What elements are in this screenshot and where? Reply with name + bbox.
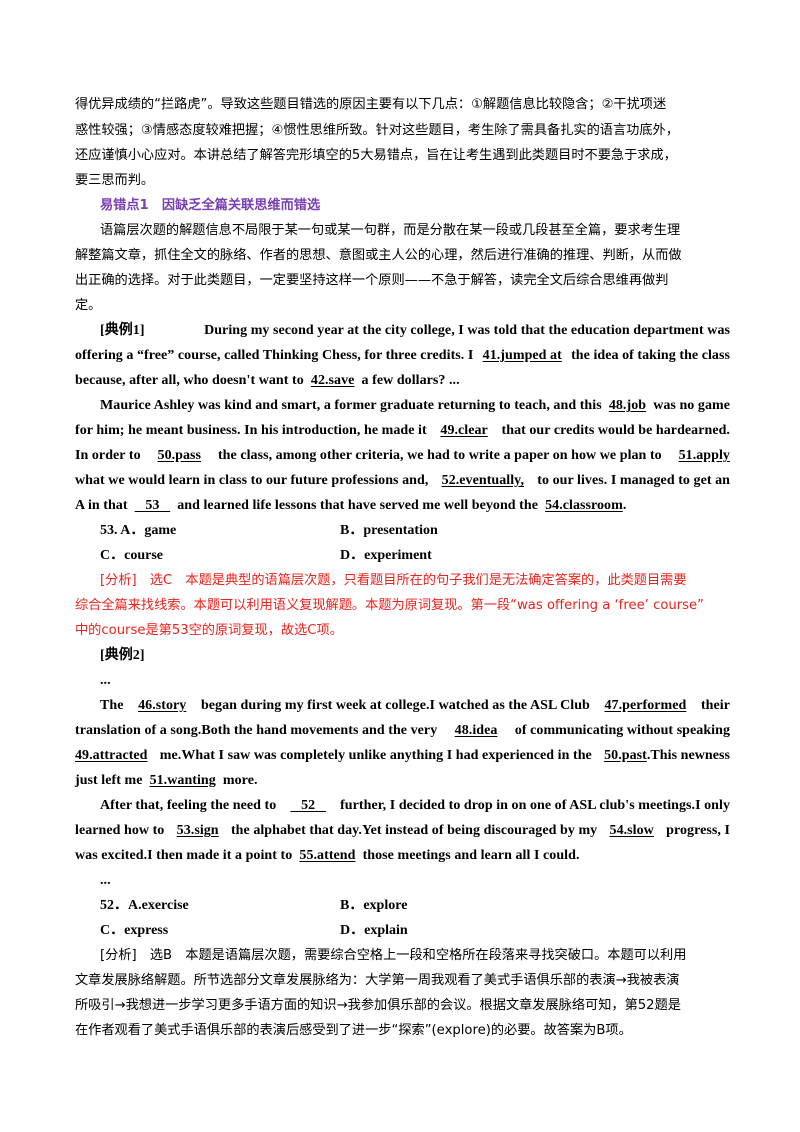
ex2-line-1: The 46.story began during my first week … bbox=[100, 698, 730, 713]
ex1-line-1: [典例1] During my second year at the city … bbox=[100, 322, 730, 340]
ex1-label: [典例1] bbox=[100, 323, 145, 338]
ex2-line-3: 49.attracted me.What I saw was completel… bbox=[75, 748, 730, 763]
blank-54b: 54.slow bbox=[609, 823, 654, 838]
desc-line-2: 解整篇文章，抓住全文的脉络、作者的思想、意图或主人公的心理，然后进行准确的推理、… bbox=[75, 248, 682, 263]
ex2-line-5: After that, feeling the need to 52 furth… bbox=[100, 798, 730, 813]
blank-52: 52.eventually, bbox=[441, 473, 525, 488]
ex1-line-5: for him; he meant business. In his intro… bbox=[75, 423, 730, 438]
ex1-option-d: D．experiment bbox=[340, 548, 432, 563]
blank-50b: 50.past bbox=[604, 748, 647, 763]
section-heading: 易错点1 因缺乏全篇关联思维而错选 bbox=[100, 198, 321, 213]
blank-54: 54.classroom bbox=[545, 498, 623, 513]
ex2-line-7: was excited.I then made it a point to 55… bbox=[75, 848, 580, 863]
blank-42: 42.save bbox=[310, 373, 355, 388]
ex2-ellipsis-bottom: ... bbox=[100, 873, 111, 888]
ex2-option-d: D．explain bbox=[340, 923, 408, 938]
blank-49: 49.clear bbox=[440, 423, 488, 438]
blank-55: 55.attend bbox=[299, 848, 356, 863]
blank-48: 48.job bbox=[608, 398, 647, 413]
desc-line-1: 语篇层次题的解题信息不局限于某一句或某一句群，而是分散在某一段或几段甚至全篇，要… bbox=[100, 223, 681, 238]
ex1-line-6: In order to 50.pass the class, among oth… bbox=[75, 448, 730, 463]
ex1-analysis-line-2: 综合全篇来找线索。本题可以利用语义复现解题。本题为原词复现。第一段“was of… bbox=[75, 598, 704, 613]
blank-51: 51.apply bbox=[678, 448, 730, 463]
ex1-line-7: what we would learn in class to our futu… bbox=[75, 473, 730, 488]
blank-48b: 48.idea bbox=[454, 723, 498, 738]
ex2-analysis-line-4: 在作者观看了美式手语俱乐部的表演后感受到了进一步“探索”(explore)的必要… bbox=[75, 1023, 632, 1038]
ex1-text: During my second year at the city colleg… bbox=[204, 323, 730, 338]
blank-51b: 51.wanting bbox=[149, 773, 216, 788]
ex2-ellipsis-top: ... bbox=[100, 673, 111, 688]
ex1-line-8: A in that 53 and learned life lessons th… bbox=[75, 498, 627, 513]
intro-line-4: 要三思而判。 bbox=[75, 173, 155, 188]
ex2-line-2: translation of a song.Both the hand move… bbox=[75, 723, 730, 738]
ex2-line-6: learned how to 53.sign the alphabet that… bbox=[75, 823, 730, 838]
desc-line-3: 出正确的选择。对于此类题目，一定要坚持这样一个原则——不急于解答，读完全文后综合… bbox=[75, 273, 669, 288]
ex2-option-c: C．express bbox=[100, 923, 169, 938]
intro-line-3: 还应谨慎小心应对。本讲总结了解答完形填空的5大易错点，旨在让考生遇到此类题目时不… bbox=[75, 148, 677, 163]
ex2-label: [典例2] bbox=[100, 648, 145, 663]
ex1-line-4: Maurice Ashley was kind and smart, a for… bbox=[100, 398, 730, 413]
blank-53: 53 bbox=[145, 498, 160, 513]
ex2-analysis-line-2: 文章发展脉络解题。所节选部分文章发展脉络为：大学第一周我观看了美式手语俱乐部的表… bbox=[75, 973, 680, 988]
blank-52b: 52 bbox=[301, 798, 316, 813]
ex2-line-4: just left me 51.wanting more. bbox=[75, 773, 258, 788]
ex1-analysis-line-3: 中的course是第53空的原词复现，故选C项。 bbox=[75, 623, 343, 638]
blank-49b: 49.attracted bbox=[75, 748, 148, 763]
ex1-option-a: 53. A．game bbox=[100, 523, 177, 538]
ex1-option-c: C．course bbox=[100, 548, 163, 563]
blank-47: 47.performed bbox=[604, 698, 687, 713]
ex1-analysis-line-1: [分析] 选C 本题是典型的语篇层次题，只看题目所在的句子我们是无法确定答案的，… bbox=[100, 573, 687, 588]
blank-50: 50.pass bbox=[157, 448, 202, 463]
ex1-option-b: B．presentation bbox=[340, 523, 438, 538]
ex1-line-3: because, after all, who doesn't want to … bbox=[75, 373, 460, 388]
intro-line-2: 惑性较强；③情感态度较难把握；④惯性思维所致。针对这些题目，考生除了需具备扎实的… bbox=[75, 123, 679, 138]
intro-line-1: 得优异成绩的“拦路虎”。导致这些题目错选的原因主要有以下几点：①解题信息比较隐含… bbox=[75, 97, 667, 112]
ex2-analysis-line-1: [分析] 选B 本题是语篇层次题，需要综合空格上一段和空格所在段落来寻找突破口。… bbox=[100, 948, 687, 963]
ex2-option-a: 52．A.exercise bbox=[100, 898, 189, 913]
blank-41: 41.jumped at bbox=[482, 348, 562, 363]
blank-46: 46.story bbox=[138, 698, 187, 713]
desc-line-4: 定。 bbox=[75, 298, 102, 313]
ex1-line-2: offering a “free” course, called Thinkin… bbox=[75, 348, 730, 363]
ex2-option-b: B．explore bbox=[340, 898, 408, 913]
ex2-analysis-line-3: 所吸引→我想进一步学习更多手语方面的知识→我参加俱乐部的会议。根据文章发展脉络可… bbox=[75, 998, 681, 1013]
blank-53b: 53.sign bbox=[176, 823, 219, 838]
